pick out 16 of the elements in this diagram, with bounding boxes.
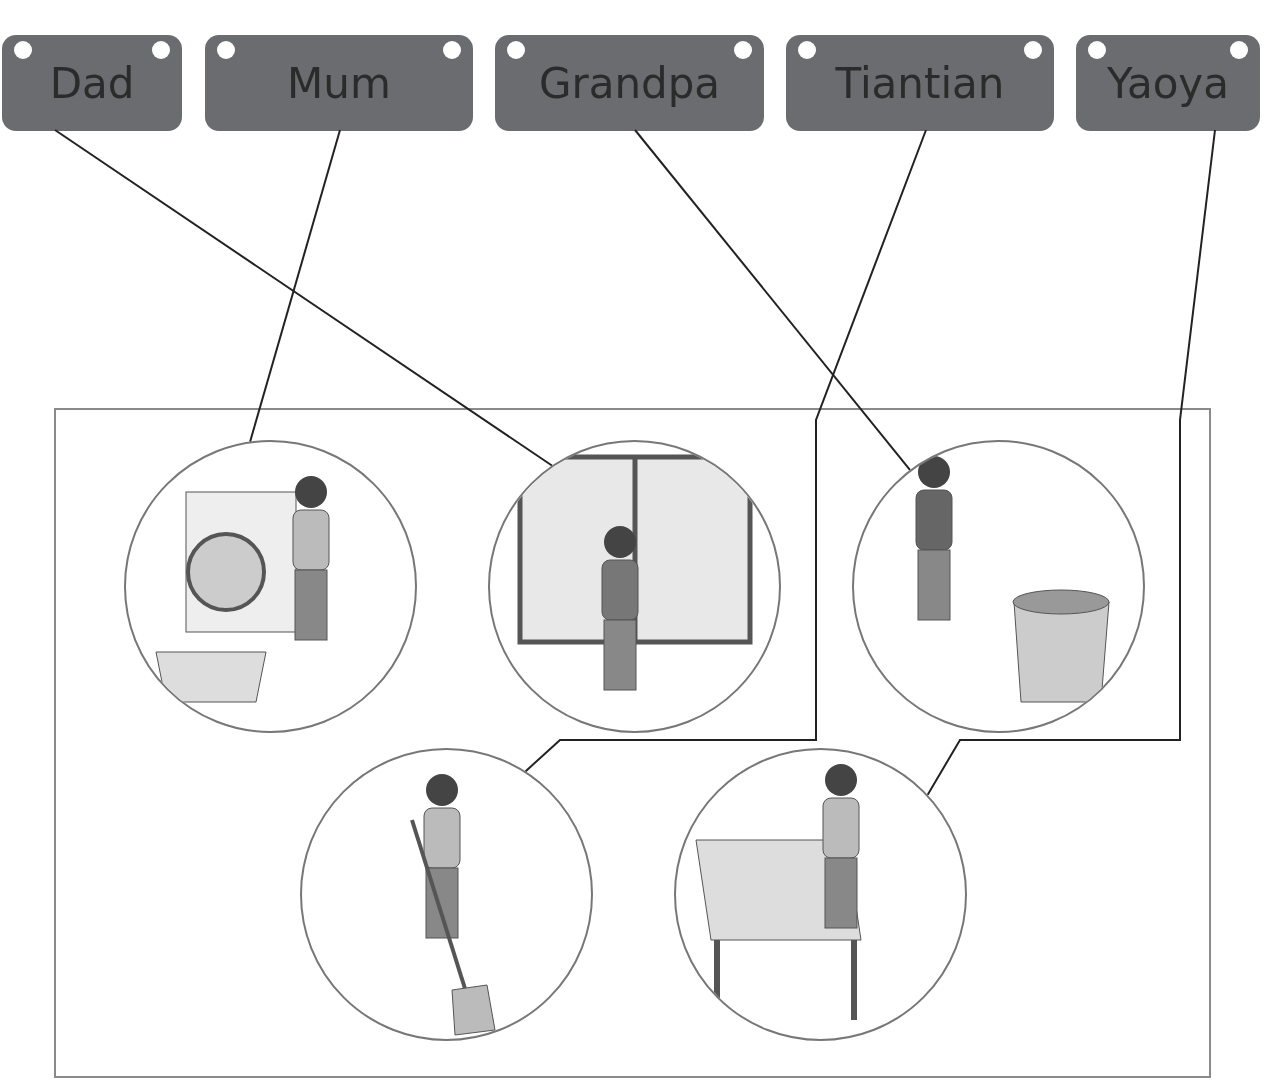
name-label: Grandpa — [538, 58, 721, 108]
matching-line — [926, 129, 1216, 796]
matching-line — [634, 129, 911, 471]
picture-frame — [54, 408, 1211, 1078]
name-tag — [786, 35, 1054, 131]
matching-line — [249, 129, 341, 443]
matching-line — [524, 129, 927, 773]
matching-line — [54, 129, 553, 467]
name-tag — [205, 35, 473, 131]
name-tag — [1076, 35, 1260, 131]
name-label: Tiantian — [835, 58, 1005, 108]
name-label: Yaoya — [1107, 58, 1229, 108]
name-tag — [2, 35, 182, 131]
name-label: Mum — [287, 58, 391, 108]
name-tag — [495, 35, 764, 131]
name-label: Dad — [49, 58, 135, 108]
